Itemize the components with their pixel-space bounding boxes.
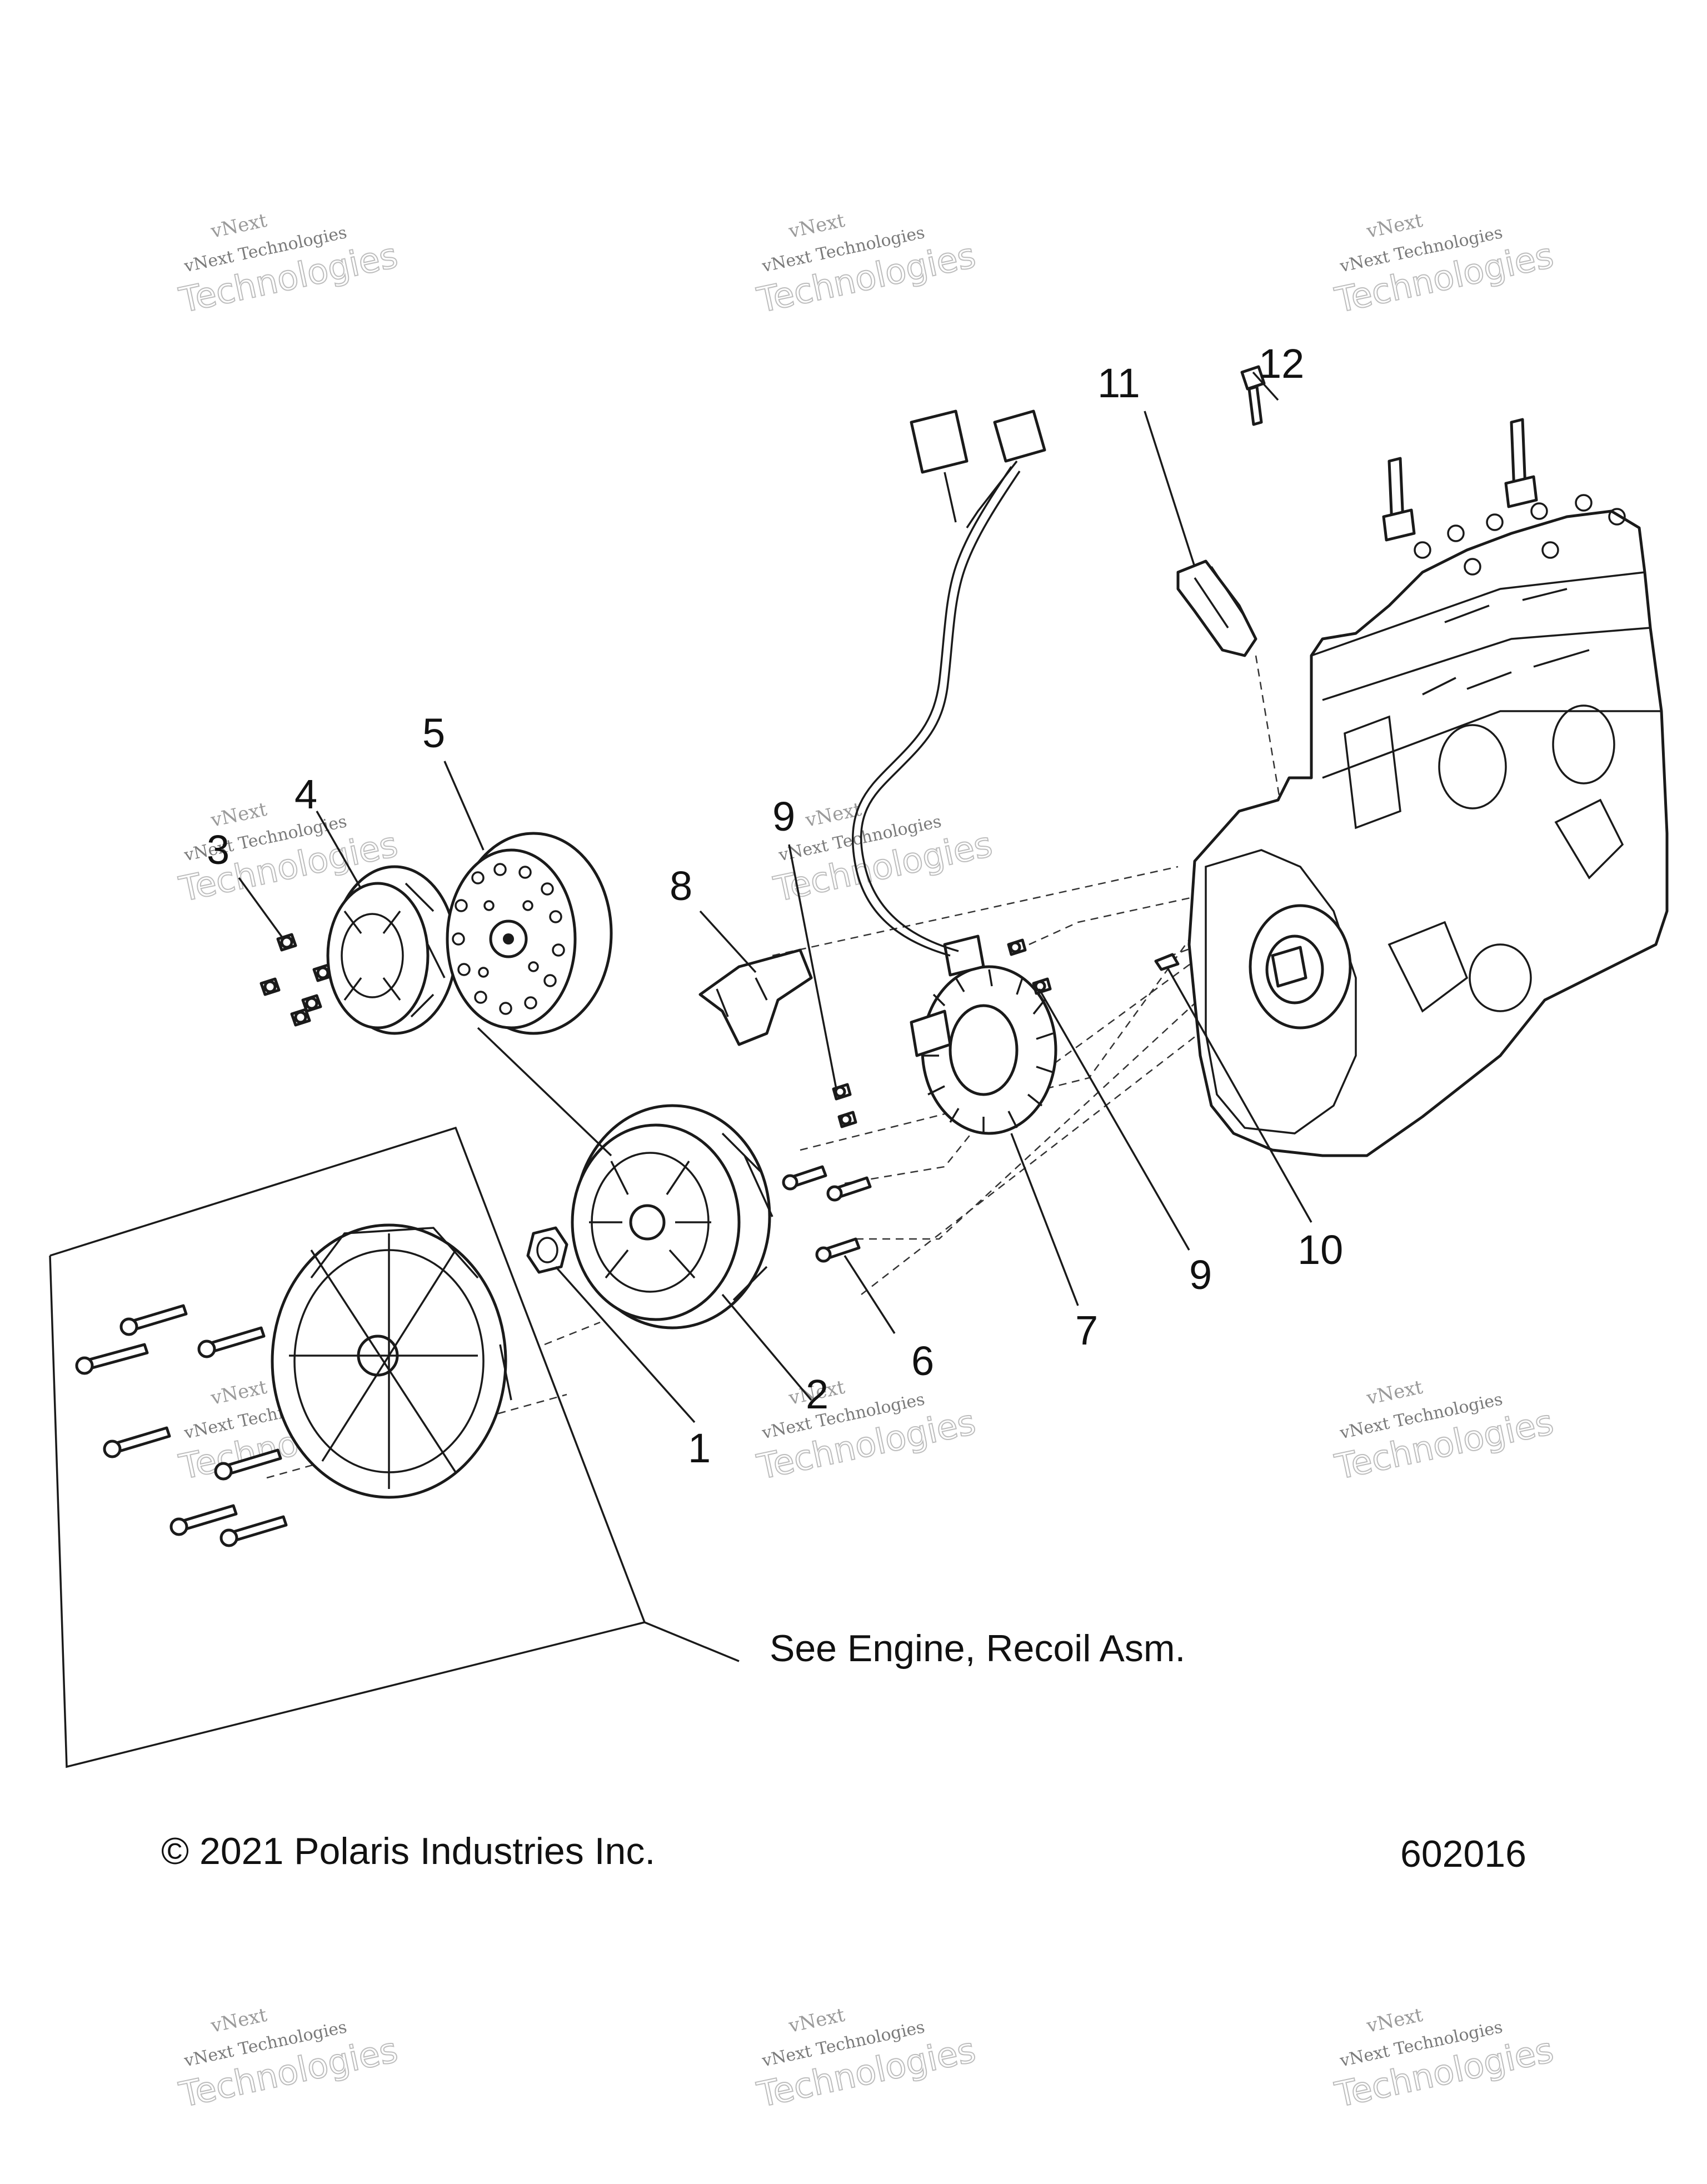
recoil-bolts: [75, 1304, 288, 1547]
callout-10: 10: [1297, 1227, 1343, 1273]
watermark-lower-center: vNext vNext Technologies Technologies: [753, 1376, 980, 1488]
copyright-notice: © 2021 Polaris Industries Inc.: [161, 1830, 655, 1872]
callout-8: 8: [670, 863, 692, 909]
callout-3: 3: [207, 827, 229, 873]
part-5-rotor: [446, 832, 613, 1035]
part-4-starter-cup: [326, 865, 457, 1035]
callout-7: 7: [1075, 1307, 1098, 1353]
engine-head-bolts: [1414, 494, 1626, 576]
recoil-assembly-group: [49, 1126, 740, 1768]
callout-1: 1: [688, 1425, 711, 1471]
rotor-holes: [452, 863, 565, 1015]
watermark-top-center: vNext vNext Technologies Technologies: [753, 209, 980, 321]
part-2-flywheel: [571, 1104, 773, 1330]
callout-5: 5: [422, 710, 445, 756]
callout-labels: 1 2 3 4 5 6 7 8 9 9 10 11 12: [207, 341, 1343, 1471]
callout-6: 6: [911, 1338, 934, 1384]
part-1-flywheel-nut: [526, 1226, 568, 1274]
part-3-screws: [259, 933, 333, 1027]
recoil-cover: [271, 1223, 512, 1499]
recoil-reference-note: See Engine, Recoil Asm.: [770, 1627, 1185, 1670]
figure-number: 602016: [1400, 1833, 1526, 1875]
watermark-text-small: vNext: [786, 2004, 847, 2038]
watermark-text-small: vNext: [1364, 1376, 1425, 1410]
watermark-bottom-right: vNext vNext Technologies Technologies: [1331, 2004, 1558, 2116]
callout-9-upper: 9: [772, 793, 795, 839]
recoil-note-leader: [644, 1621, 740, 1662]
watermark-bottom-center: vNext vNext Technologies Technologies: [753, 2004, 980, 2116]
watermark-text-small: vNext: [208, 2004, 269, 2038]
watermark-bottom-left: vNext vNext Technologies Technologies: [175, 2004, 402, 2116]
watermark-text-small: vNext: [1364, 209, 1425, 243]
watermark-text-small: vNext: [208, 209, 269, 243]
part-10-key: [1154, 953, 1180, 971]
part-6-stator-bolts: [782, 1165, 872, 1263]
watermark-top-left: vNext vNext Technologies Technologies: [175, 209, 402, 321]
watermark-lower-right: vNext vNext Technologies Technologies: [1331, 1376, 1558, 1488]
watermark-text-small: vNext: [786, 209, 847, 243]
callout-4: 4: [295, 771, 317, 817]
engine-block: [1187, 418, 1669, 1157]
part-11-sensor: [1176, 559, 1257, 657]
callout-11: 11: [1097, 360, 1140, 406]
part-12-bolt: [1240, 365, 1266, 426]
part-7-stator: [851, 409, 1057, 1135]
assembly-guide-lines: [266, 655, 1290, 1479]
part-9-screws: [832, 938, 1052, 1128]
watermark-text-small: vNext: [1364, 2004, 1425, 2038]
watermark-text-small: vNext: [208, 1376, 269, 1410]
callout-9-lower: 9: [1189, 1252, 1212, 1298]
watermark-top-right: vNext vNext Technologies Technologies: [1331, 209, 1558, 321]
spark-plugs: [1382, 418, 1538, 542]
part-8-sensor-bracket: [698, 948, 813, 1046]
callout-2: 2: [806, 1371, 828, 1417]
callout-leaders: [238, 371, 1312, 1423]
callout-12: 12: [1259, 341, 1304, 387]
